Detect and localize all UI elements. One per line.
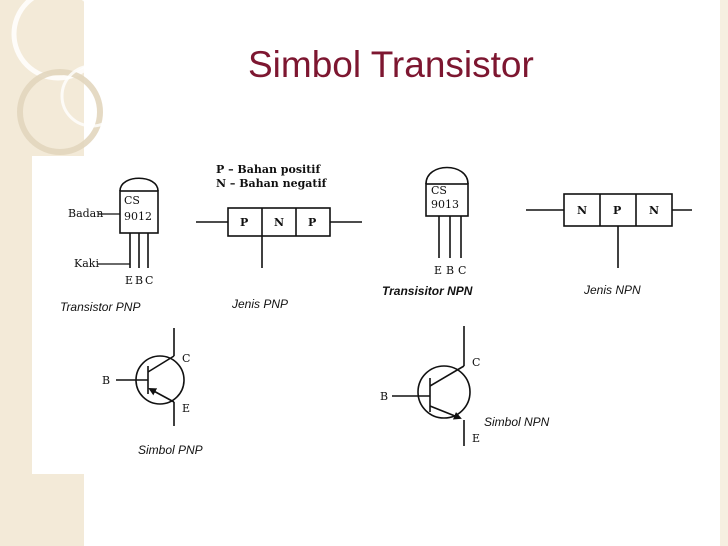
legend-p: P – Bahan positif — [216, 163, 321, 176]
pnp-layers: P N P Jenis PNP — [196, 207, 362, 311]
pnp-symbol-label-c: C — [182, 352, 190, 365]
npn-layer-3: N — [649, 204, 659, 217]
npn-layer-1: N — [577, 204, 587, 217]
npn-package-line2: 9013 — [431, 198, 459, 211]
pnp-package-line2: 9012 — [124, 210, 152, 223]
pnp-symbol-caption: Simbol PNP — [138, 443, 203, 457]
transistor-diagram: CS 9012 E B C Badan Kaki Transistor PNP … — [60, 163, 692, 457]
legend-n: N – Bahan negatif — [216, 177, 328, 190]
right-decor-strip — [720, 0, 728, 546]
pnp-symbol: C B E Simbol PNP — [102, 328, 203, 457]
pnp-layer-1: P — [240, 216, 248, 229]
npn-package-dome — [425, 166, 469, 185]
npn-symbol: C B E Simbol NPN — [380, 326, 550, 446]
transistor-figure: CS 9012 E B C Badan Kaki Transistor PNP … — [32, 156, 708, 474]
npn-package-line1: CS — [431, 184, 447, 197]
npn-symbol-label-b: B — [380, 390, 388, 403]
pnp-symbol-label-b: B — [102, 374, 110, 387]
material-legend: P – Bahan positif N – Bahan negatif — [216, 163, 328, 190]
npn-label-e: E — [434, 264, 442, 277]
npn-layers-caption: Jenis NPN — [583, 283, 641, 297]
pnp-package-dome — [119, 177, 159, 192]
pnp-package-caption: Transistor PNP — [60, 300, 140, 314]
decor-circles — [11, 0, 124, 155]
pnp-label-c: C — [145, 274, 153, 287]
pnp-layers-caption: Jenis PNP — [231, 297, 288, 311]
pnp-symbol-collector-inner — [147, 355, 175, 373]
pnp-label-e: E — [125, 274, 133, 287]
npn-symbol-collector-inner — [429, 365, 465, 387]
pnp-label-b: B — [135, 274, 143, 287]
pnp-package-line1: CS — [124, 194, 140, 207]
npn-symbol-caption: Simbol NPN — [484, 415, 550, 429]
npn-package-body — [425, 183, 469, 217]
pnp-symbol-emitter-arrow — [148, 388, 175, 403]
pnp-symbol-label-e: E — [182, 402, 190, 415]
npn-label-b: B — [446, 264, 454, 277]
npn-package-caption: Transisitor NPN — [382, 284, 473, 298]
pnp-layer-3: P — [308, 216, 316, 229]
npn-label-c: C — [458, 264, 466, 277]
npn-layer-2: P — [613, 204, 621, 217]
npn-package: CS 9013 E B C Transisitor NPN — [382, 166, 473, 298]
pnp-package: CS 9012 E B C Badan Kaki Transistor PNP — [60, 177, 159, 314]
pnp-label-kaki: Kaki — [74, 257, 99, 270]
npn-symbol-label-e: E — [472, 432, 480, 445]
pnp-label-badan: Badan — [68, 207, 103, 220]
npn-symbol-emitter-arrow — [429, 405, 462, 420]
npn-symbol-label-c: C — [472, 356, 480, 369]
npn-layers: N P N Jenis NPN — [526, 193, 692, 297]
slide-title: Simbol Transistor — [248, 44, 534, 85]
pnp-layer-2: N — [274, 216, 284, 229]
npn-symbol-circle — [417, 365, 471, 419]
